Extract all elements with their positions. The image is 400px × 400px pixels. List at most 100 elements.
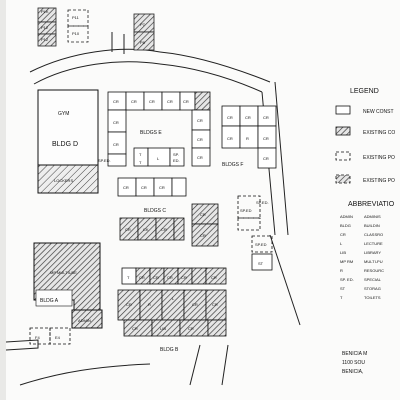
sheet-edge [0, 0, 6, 400]
legend-title: LEGEND [350, 88, 379, 95]
room-cr: CR [181, 275, 187, 280]
footer-line: 1100 SOU [342, 360, 365, 366]
legend-swatch-new [335, 105, 351, 115]
room-cr: CR [141, 185, 147, 190]
lockers-label: LOCKERS [54, 178, 73, 183]
room-cr: CR [212, 302, 218, 307]
legend-item-existing: EXISTING CO [363, 130, 395, 136]
abbreviations: ABBREVIATIO ADMIN BLDG CR L LIB MP RM R … [340, 201, 395, 300]
sp-ed-label: SP. [173, 152, 179, 157]
room-cr: CR [153, 275, 159, 280]
room-cr: CR [227, 136, 233, 141]
bldgs-f-label: BLDGS F [222, 162, 243, 168]
footer-block: BENICIA M 1100 SOU BENICIA, [342, 351, 367, 375]
storage-label: ST [258, 261, 264, 266]
room-cr: CR [132, 326, 138, 331]
bldg-b-label: BLDG B [160, 347, 179, 353]
room-cr: CR [227, 115, 233, 120]
bldgs-e-label: BLDGS E [140, 130, 162, 136]
abbr-code: ST [340, 286, 346, 291]
abbr-code: MP RM [340, 259, 353, 264]
legend-swatch-portable [335, 151, 351, 161]
parking-top-center: P11 P10 [67, 9, 89, 43]
legend-item-portable-hatched: EXISTING PO [363, 178, 395, 184]
parking-label-p12b: P12 [41, 37, 49, 42]
abbr-code: L [340, 241, 343, 246]
room-cr: CR [245, 115, 251, 120]
abbr-meaning: ADMINIS [364, 214, 381, 219]
footer-line: BENICIA M [342, 351, 367, 357]
room-cr: CR [126, 302, 132, 307]
footer-line: BENICIA, [342, 369, 363, 375]
room-cr: CR [263, 115, 269, 120]
building-b: T CR CR CR CR CR CR R L CR CR CR LIB CR … [117, 267, 227, 353]
parking-label-p10: P10 [72, 31, 80, 36]
abbr-code: T [340, 295, 343, 300]
abbr-code: R [340, 268, 343, 273]
sp-ed-label: SP.ED [240, 208, 252, 213]
abbreviations-title: ABBREVIATIO [348, 201, 395, 208]
portable-f4: F4 [35, 335, 40, 340]
admin-label: ADMIN [78, 318, 91, 323]
parking-label-p8: P8 [140, 40, 146, 45]
room-cr: CR [123, 185, 129, 190]
room-cr: CR [211, 275, 217, 280]
resource-label: R [148, 302, 151, 307]
abbr-meaning: CLASSRO [364, 232, 383, 237]
room-cr: CR [131, 99, 137, 104]
parking-top-left: PLK P12 P12 [37, 7, 57, 47]
room-cr: CR [113, 120, 119, 125]
abbr-code: LIB [340, 250, 346, 255]
room-cr: CR [139, 275, 145, 280]
gym-label: GYM [58, 111, 69, 117]
parking-label-p11: P11 [72, 15, 80, 20]
room-ck: CK [143, 227, 149, 232]
room-cr: CR [200, 212, 206, 217]
legend-swatch-existing [335, 126, 351, 136]
abbr-meaning: STORAG [364, 286, 381, 291]
room-cr: CR [113, 142, 119, 147]
toilet-label: T [127, 275, 130, 280]
abbr-meaning: SPECIAL [364, 277, 382, 282]
toilet-label: T [139, 152, 142, 157]
abbr-meaning: MULTI-PU [364, 259, 383, 264]
building-a: MP MULTIUSE BLDG A ADMIN [33, 242, 103, 329]
abbr-code: CR [340, 232, 346, 237]
buildings-f: CR CR CR CR R CR CR BLDGS F [221, 105, 277, 169]
room-cr: CR [197, 118, 203, 123]
legend-item-new: NEW CONST [363, 109, 394, 115]
sp-ed-label: SP.ED. [98, 158, 111, 163]
sp-ed-label: SP.ED. [256, 200, 269, 205]
room-cr: CR [161, 227, 167, 232]
room-cr: CR [167, 99, 173, 104]
parking-top-right: P7 P8 [133, 13, 155, 51]
bldg-d-label: BLDG D [52, 141, 78, 148]
bldg-a-label: BLDG A [40, 298, 59, 304]
room-cr: CR [263, 156, 269, 161]
portable-e4: E4 [55, 335, 61, 340]
buildings-e: CR CR CR CR CR CR CR CR CR CR SP.ED. T T… [98, 91, 211, 167]
abbr-code: SP. ED. [340, 277, 354, 282]
room-cr: CR [197, 155, 203, 160]
sp-ed-label: SP.ED [255, 242, 267, 247]
room-cr: CR [149, 99, 155, 104]
toilet-label: T [139, 160, 142, 165]
room-cr: CR [125, 227, 131, 232]
lecture-label: L [172, 296, 175, 301]
right-column-rooms: SP.ED SP.ED. SP.ED ST [237, 195, 273, 271]
room-cr: CR [167, 275, 173, 280]
building-d: GYM BLDG D LOCKERS [37, 89, 99, 194]
abbr-meaning: TOILETS [364, 295, 381, 300]
parking-label-p12a: P12 [41, 25, 49, 30]
room-cr: CR [188, 326, 194, 331]
room-cr: CR [263, 136, 269, 141]
bldgs-c-label: BLDGS C [144, 208, 166, 214]
room-cr: CR [113, 99, 119, 104]
parking-label-p7: P7 [140, 22, 146, 27]
abbr-meaning: LECTURE [364, 241, 383, 246]
buildings-c-top: CR CR CR BLDGS C [117, 177, 187, 214]
resource-label: R [246, 136, 249, 141]
lecture-label: L [157, 156, 160, 161]
